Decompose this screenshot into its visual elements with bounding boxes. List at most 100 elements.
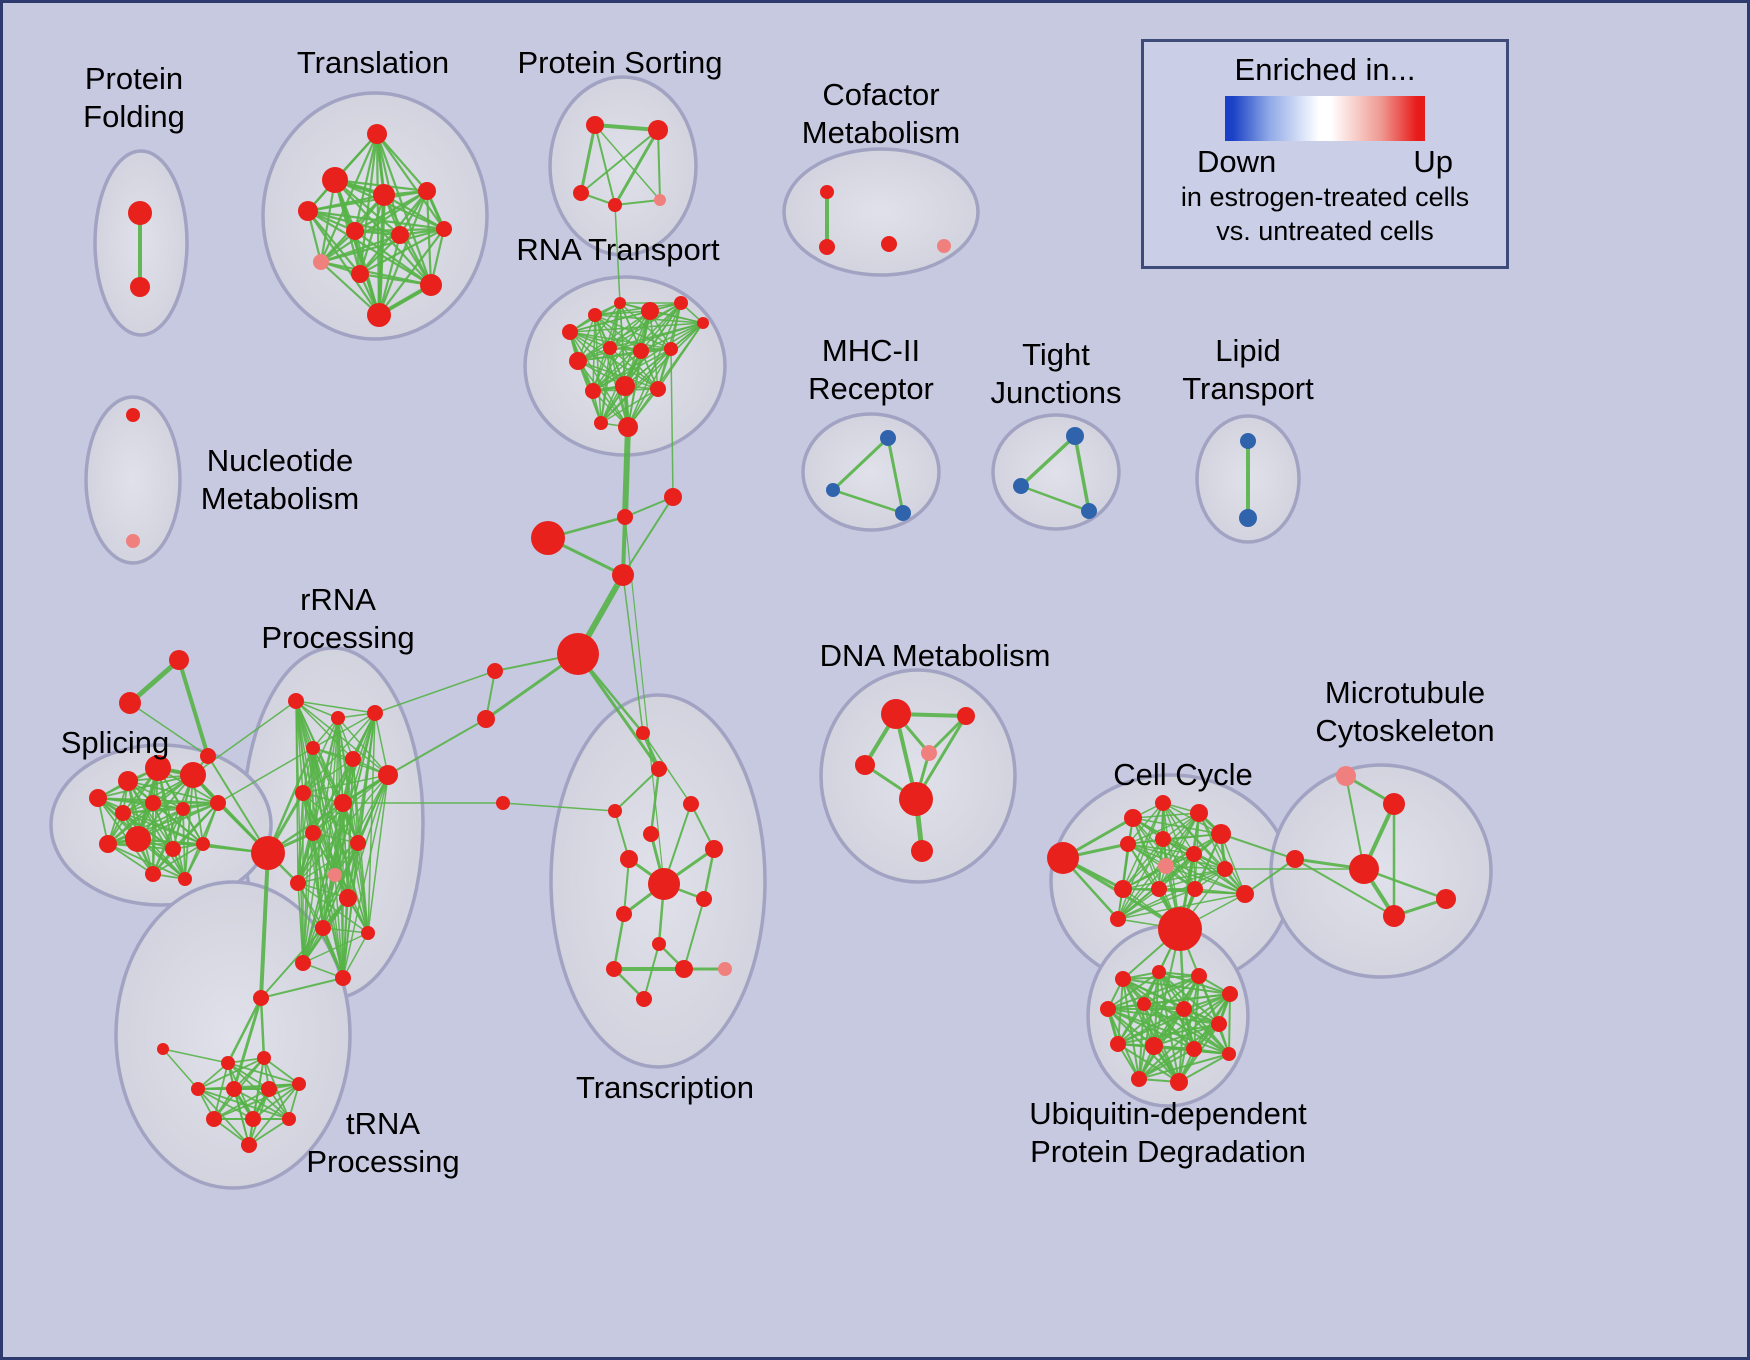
edge xyxy=(831,488,905,515)
gene-set-node xyxy=(652,937,666,951)
gene-set-node xyxy=(636,991,652,1007)
edge xyxy=(886,436,905,515)
edge xyxy=(579,123,597,195)
edge xyxy=(177,658,210,758)
edge xyxy=(1117,888,1196,920)
edge xyxy=(197,1057,265,1090)
gene-set-node xyxy=(241,1137,257,1153)
edge xyxy=(612,912,626,971)
edge xyxy=(306,209,362,276)
edge xyxy=(594,302,682,316)
edge xyxy=(1117,865,1167,920)
gene-set-node xyxy=(683,796,699,812)
gene-set-node xyxy=(165,841,181,857)
gene-set-node xyxy=(477,710,495,728)
gene-set-node xyxy=(178,872,192,886)
cluster-ellipse-tight-junctions xyxy=(991,413,1121,531)
edge xyxy=(614,199,661,206)
edge xyxy=(137,774,194,840)
edge xyxy=(592,314,596,392)
gene-set-node xyxy=(1436,889,1456,909)
edge xyxy=(576,652,661,771)
edge xyxy=(312,758,354,834)
edge xyxy=(1073,434,1091,513)
edge xyxy=(1117,893,1246,920)
gene-set-node xyxy=(418,182,436,200)
gene-set-node xyxy=(367,303,391,327)
edge xyxy=(1162,838,1246,895)
edge xyxy=(627,322,704,428)
gene-set-node xyxy=(176,802,190,816)
cluster-label-protein-sorting: Protein Sorting xyxy=(517,45,722,80)
gene-set-node xyxy=(261,1081,277,1097)
edge xyxy=(592,350,642,392)
gene-set-node xyxy=(573,185,589,201)
gene-set-node xyxy=(334,794,352,812)
gene-set-node xyxy=(633,343,649,359)
gene-set-node xyxy=(420,274,442,296)
legend-caption-line1: in estrogen-treated cells xyxy=(1180,182,1470,212)
edge xyxy=(609,322,704,349)
edge xyxy=(297,792,304,884)
edge xyxy=(594,124,616,206)
gene-set-node xyxy=(180,762,206,788)
gene-set-node xyxy=(1155,795,1171,811)
edge xyxy=(184,774,194,880)
edge xyxy=(1220,833,1296,860)
gene-set-node xyxy=(169,650,189,670)
edge xyxy=(657,129,661,201)
edge xyxy=(358,272,433,287)
gene-set-node xyxy=(130,277,150,297)
gene-set-node xyxy=(306,741,320,755)
gene-set-node xyxy=(654,194,666,206)
gene-set-node xyxy=(641,302,659,320)
edge xyxy=(642,732,692,805)
edge xyxy=(593,123,660,132)
gene-set-node xyxy=(1114,880,1132,898)
edge xyxy=(233,1088,250,1146)
edge xyxy=(1117,868,1226,920)
edge xyxy=(122,774,194,814)
edge xyxy=(1122,838,1164,890)
edge xyxy=(107,808,184,845)
gene-set-node xyxy=(191,1082,205,1096)
edge xyxy=(302,774,389,794)
edge xyxy=(643,943,660,1000)
gene-set-node xyxy=(335,970,351,986)
edge xyxy=(594,314,629,428)
edge xyxy=(295,700,389,776)
gene-set-node xyxy=(594,416,608,430)
edge xyxy=(152,802,204,845)
edge xyxy=(297,747,314,884)
cluster-ellipse-nucleotide-metabolism xyxy=(84,395,182,565)
gene-set-node xyxy=(157,1043,169,1055)
gene-set-node xyxy=(1110,1036,1126,1052)
gene-set-node xyxy=(608,198,622,212)
cluster-label-transcription: Transcription xyxy=(576,1070,754,1105)
edge xyxy=(649,767,661,836)
edge xyxy=(342,932,369,979)
edge xyxy=(577,302,621,362)
edge xyxy=(377,189,429,317)
edge xyxy=(1117,993,1231,1045)
gene-set-node xyxy=(1186,1041,1202,1057)
gene-set-node xyxy=(145,795,161,811)
edge xyxy=(207,755,269,854)
edge xyxy=(1198,812,1246,895)
gene-set-node xyxy=(253,990,269,1006)
edge xyxy=(1122,812,1200,890)
gene-set-node xyxy=(603,341,617,355)
gene-set-node xyxy=(1222,1047,1236,1061)
gene-set-node xyxy=(295,955,311,971)
gene-set-node xyxy=(1158,858,1174,874)
edge xyxy=(614,768,660,812)
edge xyxy=(1132,812,1200,819)
gene-set-node xyxy=(305,825,321,841)
edge xyxy=(319,260,381,317)
gene-set-node xyxy=(674,296,688,310)
edge xyxy=(347,712,376,899)
edge xyxy=(1107,1008,1155,1047)
gene-set-node xyxy=(648,868,680,900)
